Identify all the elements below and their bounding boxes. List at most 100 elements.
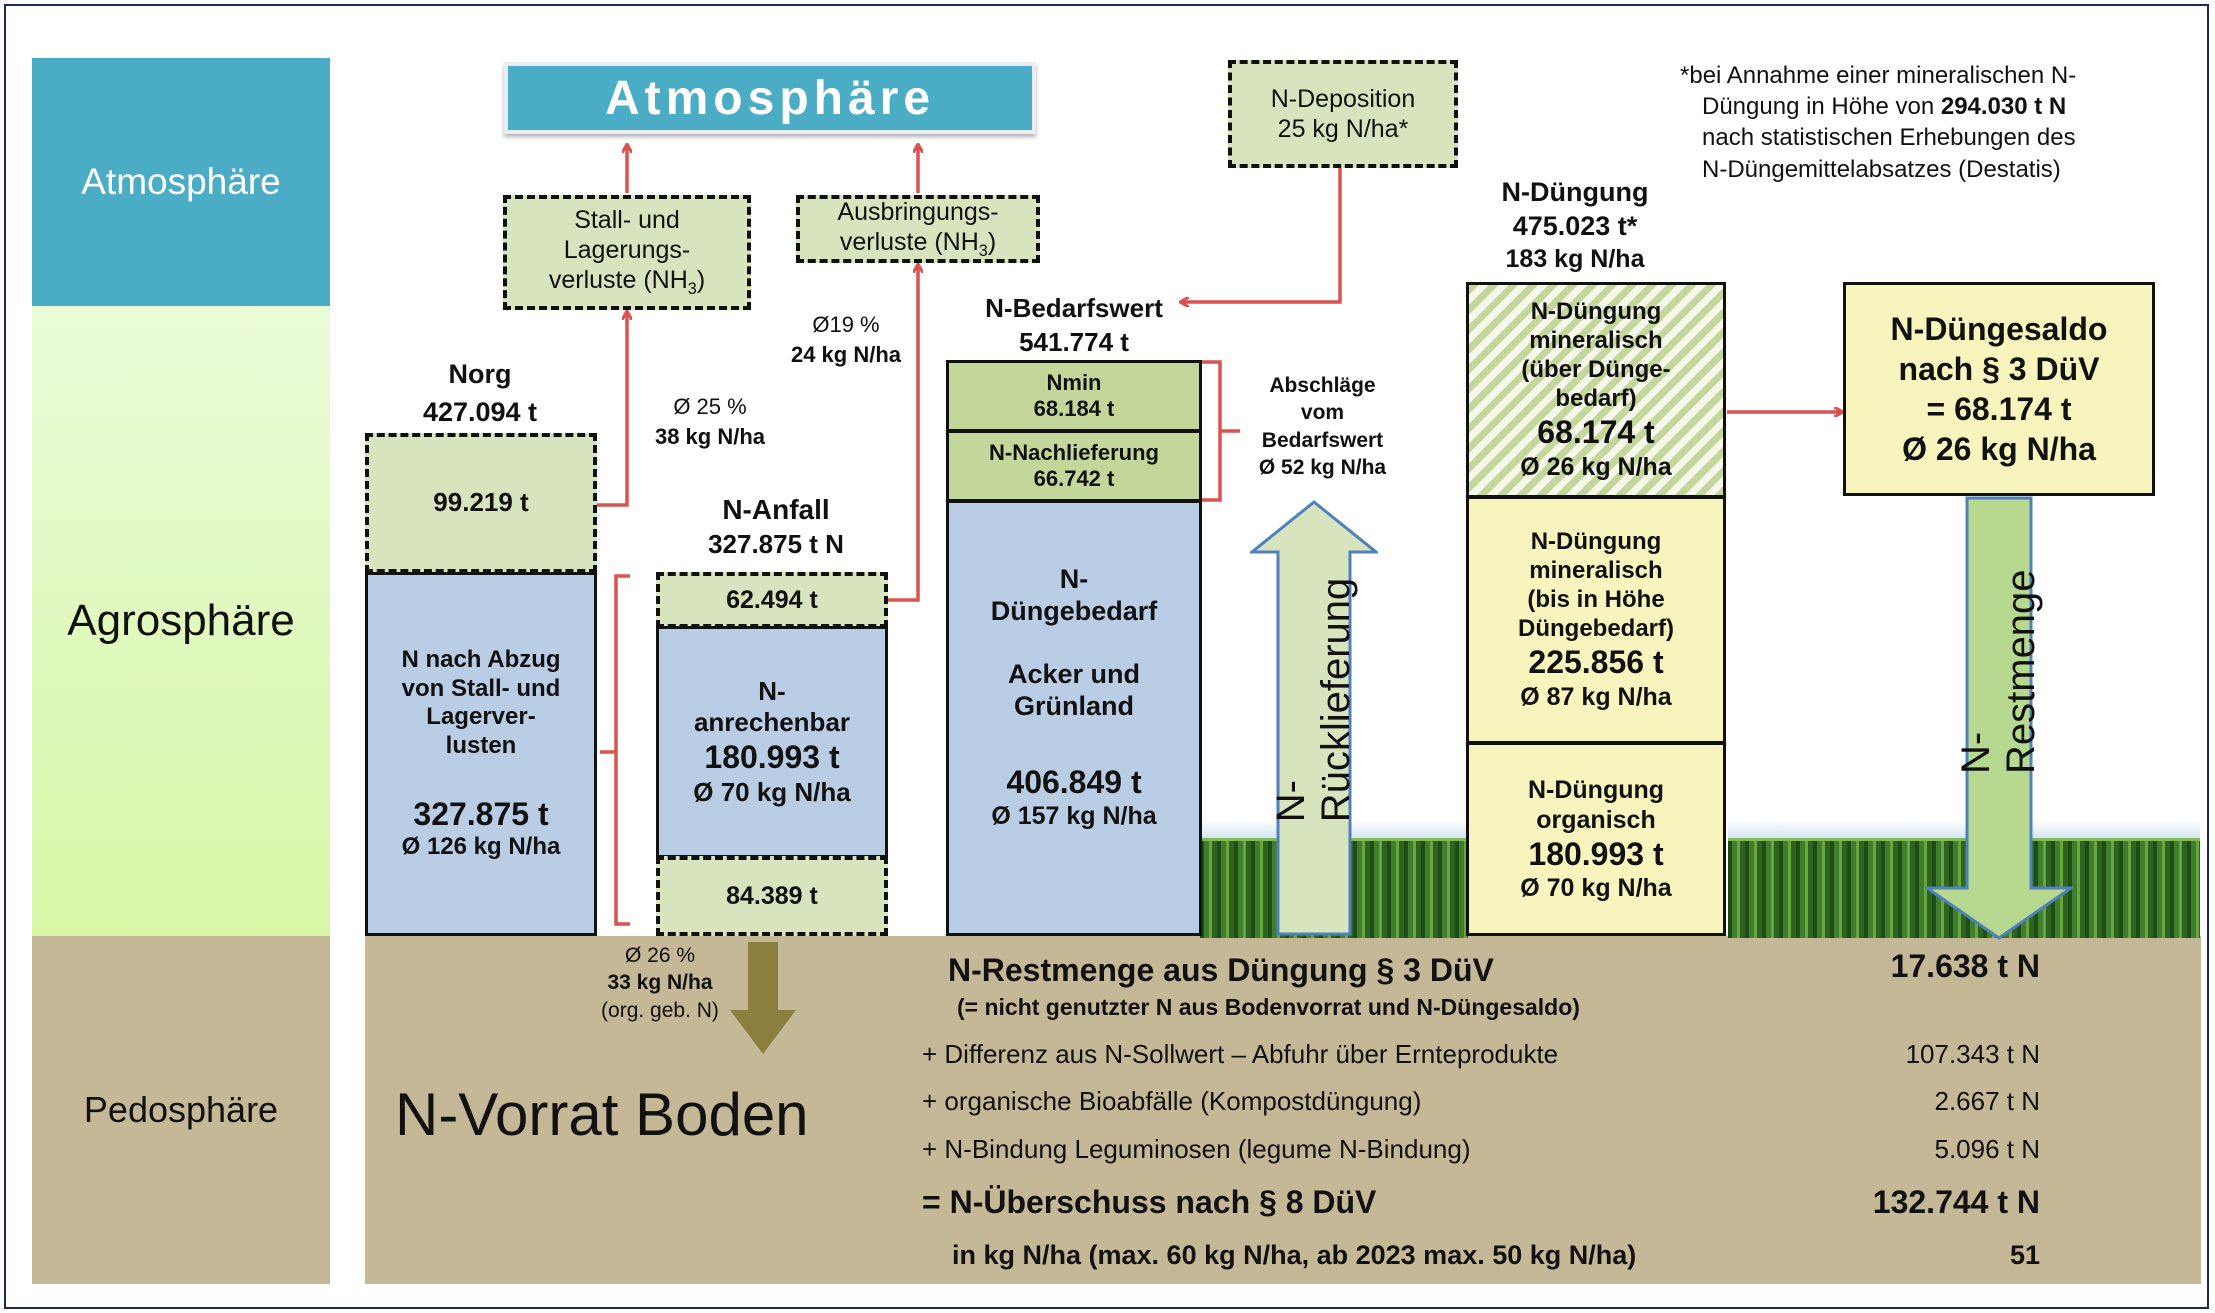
bracket-norg-split xyxy=(600,574,630,926)
ausbr-line1: Ausbringungs- xyxy=(837,197,999,226)
stall-line2: Lagerungs- xyxy=(563,236,691,265)
deposition-line2: 25 kg N/ha* xyxy=(1277,115,1409,143)
zone-agrosphaere: Agrosphäre xyxy=(32,306,330,936)
bedarf-title: N-Bedarfswert xyxy=(985,293,1163,323)
anfall-top-kg: 24 kg N/ha xyxy=(790,341,902,367)
abschlag-l3: Bedarfswert xyxy=(1261,428,1384,452)
down-arrow-to-soil xyxy=(730,942,796,1054)
table-r1-label: N-Restmenge aus Düngung § 3 DüV xyxy=(948,952,1494,988)
anfall-top-box: 62.494 t xyxy=(656,572,888,628)
anfall-bottom-value: 84.389 t xyxy=(726,882,818,910)
footnote-line4: N-Düngemittelabsatzes (Destatis) xyxy=(1702,155,2061,183)
org-l2: organisch xyxy=(1536,805,1656,834)
norg-title: Norg xyxy=(448,359,512,389)
ausbr-line2-text: verluste (NH xyxy=(839,227,979,256)
footnote-line1: *bei Annahme einer mineralischen N- xyxy=(1680,62,2077,89)
duengung-organisch-box: N-Düngung organisch 180.993 t Ø 70 kg N/… xyxy=(1466,742,1726,936)
footnote-line3: nach statistischen Erhebungen des xyxy=(1702,124,2076,152)
norg-rest-box: N nach Abzug von Stall- und Lagerver- lu… xyxy=(365,572,597,936)
anfall-mid-l2: anrechenbar xyxy=(693,707,851,738)
abschlag-l4: Ø 52 kg N/ha xyxy=(1258,455,1387,479)
norg-header: Norg 427.094 t xyxy=(380,356,580,432)
anfall-top-value: 62.494 t xyxy=(726,586,818,614)
footnote-line2: Düngung in Höhe von 294.030 t N xyxy=(1680,91,2200,122)
field-haze-2 xyxy=(1728,820,2200,840)
bis-value: 225.856 t xyxy=(1528,644,1664,681)
table-r1-sub: (= nicht genutzter N aus Bodenvorrat und… xyxy=(957,994,1580,1020)
anfall-bottom-box: 84.389 t xyxy=(656,856,888,936)
duengebedarf-value: 406.849 t xyxy=(1006,763,1142,800)
nachlieferung-value: 66.742 t xyxy=(1033,466,1115,491)
ueber-l4: bedarf) xyxy=(1555,384,1637,412)
diagram-frame xyxy=(4,4,2209,1309)
zone-atmosphaere: Atmosphäre xyxy=(32,58,330,306)
nmin-box: Nmin 68.184 t xyxy=(946,360,1202,432)
n-deposition-box: N-Deposition 25 kg N/ha* xyxy=(1228,60,1458,168)
anfall-top-share: Ø19 % 24 kg N/ha xyxy=(756,310,936,369)
arrow-anfall-to-ausbr xyxy=(888,266,918,602)
norg-rest-l4: lusten xyxy=(445,732,517,760)
table-r5-value: 132.744 t N xyxy=(1872,1184,2040,1220)
norg-loss-kg: 38 kg N/ha xyxy=(654,423,766,449)
duengesaldo-box: N-Düngesaldo nach § 3 DüV = 68.174 t Ø 2… xyxy=(1843,282,2155,496)
table-r2-value: 107.343 t N xyxy=(1905,1039,2040,1069)
table-r4-label: + N-Bindung Leguminosen (legume N-Bindun… xyxy=(922,1134,1471,1164)
norg-value: 427.094 t xyxy=(422,396,538,427)
stall-lagerungsverluste-box: Stall- und Lagerungs- verluste (NH3) xyxy=(503,195,751,310)
duengung-value: 475.023 t* xyxy=(1512,210,1638,241)
saldo-l1: N-Düngesaldo xyxy=(1890,311,2108,347)
restmenge-label: N-Restmenge xyxy=(1954,569,2043,774)
duengebedarf-l3: Acker und xyxy=(1007,658,1141,689)
table-r1-value: 17.638 t N xyxy=(1890,948,2040,984)
rueckflow-up-arrow xyxy=(1250,500,1378,936)
bis-l1: N-Düngung xyxy=(1530,528,1662,556)
anfall-header: N-Anfall 327.875 t N xyxy=(656,492,896,562)
table-r2-label: + Differenz aus N-Sollwert – Abfuhr über… xyxy=(922,1039,1559,1069)
duengung-ueber-box: N-Düngung mineralisch (über Dünge- bedar… xyxy=(1466,282,1726,498)
ausbringungsverluste-box: Ausbringungs- verluste (NH3) xyxy=(796,195,1040,263)
nmin-value: 68.184 t xyxy=(1033,396,1115,421)
soil-area xyxy=(365,936,2201,1284)
restmenge-down-arrow xyxy=(1925,496,2073,940)
zone-pedosphaere: Pedosphäre xyxy=(32,936,330,1284)
table-r6-value: 51 xyxy=(2009,1240,2040,1270)
duengung-bis-box: N-Düngung mineralisch (bis in Höhe Dünge… xyxy=(1466,496,1726,744)
ueber-l3: (über Dünge- xyxy=(1521,355,1671,383)
footnote-line2a: Düngung in Höhe von xyxy=(1702,93,1941,121)
nachlieferung-label: N-Nachlieferung xyxy=(989,439,1159,465)
ausbr-close: ) xyxy=(987,227,997,256)
stall-line3: verluste (NH3) xyxy=(549,265,705,300)
norg-loss-value: 99.219 t xyxy=(433,487,529,518)
anfall-bottom-share: Ø 26 % 33 kg N/ha (org. geb. N) xyxy=(570,942,750,1024)
ausbr-sub: 3 xyxy=(978,241,988,260)
anfall-mid-value: 180.993 t xyxy=(704,739,840,776)
duengebedarf-l1: N- xyxy=(1059,564,1089,594)
duengung-title: N-Düngung xyxy=(1501,177,1649,207)
norg-rest-l1: N nach Abzug xyxy=(401,645,561,673)
footnote: *bei Annahme einer mineralischen N- Düng… xyxy=(1680,60,2200,185)
norg-rest-l2: von Stall- und xyxy=(401,674,561,702)
norg-rest-l3: Lagerver- xyxy=(426,703,536,731)
norg-loss-box: 99.219 t xyxy=(365,433,597,573)
abschlag-l1: Abschläge xyxy=(1269,374,1376,397)
anfall-value: 327.875 t N xyxy=(708,529,844,560)
saldo-l4: Ø 26 kg N/ha xyxy=(1902,431,2096,467)
anfall-bottom-note: (org. geb. N) xyxy=(601,998,719,1022)
abschlaege-label: Abschläge vom Bedarfswert Ø 52 kg N/ha xyxy=(1240,372,1405,481)
duengebedarf-box: N- Düngebedarf Acker und Grünland 406.84… xyxy=(946,500,1202,936)
table-r3-value: 2.667 t N xyxy=(1934,1086,2040,1116)
duengung-kg: 183 kg N/ha xyxy=(1505,244,1645,273)
norg-loss-pct: Ø 25 % xyxy=(673,394,747,419)
bis-l3: (bis in Höhe xyxy=(1527,585,1665,613)
anfall-anrechenbar-box: N- anrechenbar 180.993 t Ø 70 kg N/ha xyxy=(656,626,888,858)
footnote-line2b: 294.030 t N xyxy=(1940,93,2067,121)
org-l1: N-Düngung xyxy=(1527,775,1665,804)
table-r6-label: in kg N/ha (max. 60 kg N/ha, ab 2023 max… xyxy=(952,1240,1637,1270)
ueber-value: 68.174 t xyxy=(1537,414,1655,451)
duengebedarf-l4: Grünland xyxy=(1014,691,1134,722)
deposition-line1: N-Deposition xyxy=(1270,85,1416,113)
saldo-l2: nach § 3 DüV xyxy=(1898,351,2100,387)
org-kg: Ø 70 kg N/ha xyxy=(1520,874,1672,903)
zone-agrosphaere-label: Agrosphäre xyxy=(67,596,295,645)
